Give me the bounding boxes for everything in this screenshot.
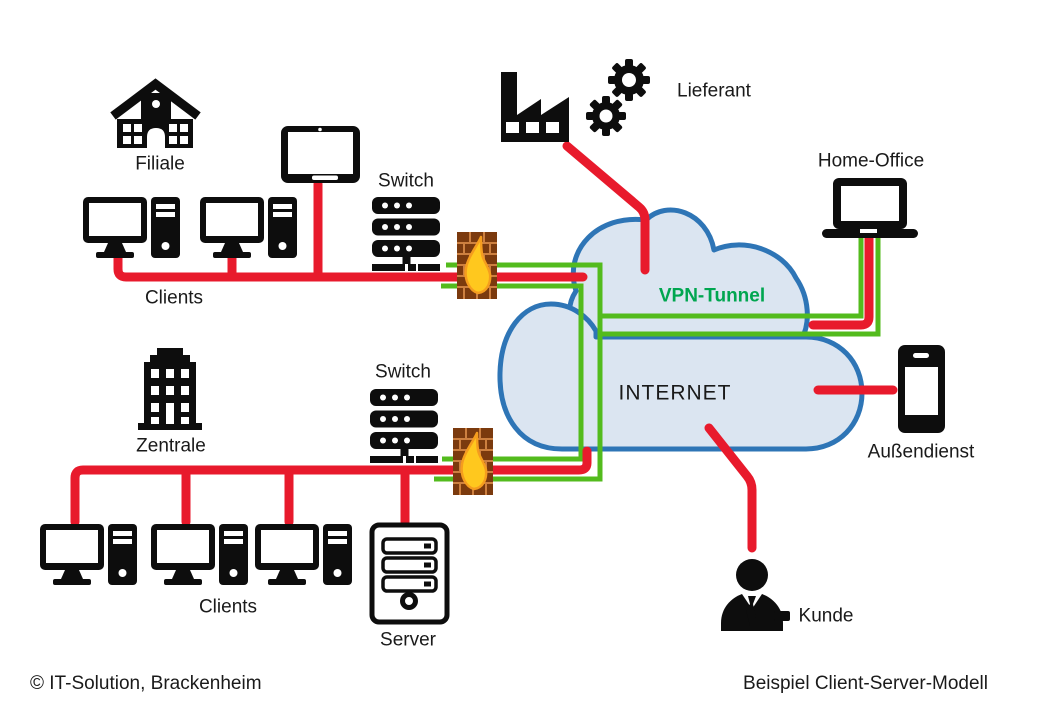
server-icon [369, 522, 450, 625]
vpn-line-inner [441, 283, 584, 462]
lan-bus-top-line [113, 253, 588, 282]
switch-icon [372, 197, 440, 271]
firewall-icon [455, 230, 499, 301]
vpn-tunnel-lines [434, 234, 881, 482]
client-pc-icon [200, 197, 297, 258]
laptop-icon [822, 178, 918, 238]
lan-bus-bottom-line [70, 446, 592, 527]
label-kunde: Kunde [798, 605, 854, 627]
label-aussendienst: Außendienst [867, 441, 975, 463]
vpn-line-homeoffice-upper [600, 234, 864, 319]
label-clients-bottom: Clients [198, 596, 258, 618]
person-icon [721, 559, 790, 631]
label-filiale: Filiale [135, 153, 185, 175]
label-clients-top: Clients [144, 287, 204, 309]
client-pc-icon [151, 524, 248, 585]
copyright-text: © IT-Solution, Brackenheim [30, 673, 262, 694]
lieferant-link-line [562, 141, 650, 275]
school-building-icon [110, 78, 201, 148]
label-zentrale: Zentrale [136, 435, 206, 457]
cloud-lower-lobe [497, 301, 865, 452]
internet-cloud [497, 207, 865, 452]
label-switch-top: Switch [378, 170, 434, 192]
label-lieferant: Lieferant [677, 80, 751, 102]
label-vpn-tunnel: VPN-Tunnel [658, 285, 766, 307]
cloud-upper-lobe [567, 207, 810, 343]
firewall-icon [451, 426, 495, 497]
label-server: Server [380, 629, 436, 651]
label-internet: INTERNET [618, 381, 732, 405]
vpn-line-homeoffice-lower [600, 234, 881, 337]
client-pc-icon [255, 524, 352, 585]
factory-icon [501, 72, 569, 142]
vpn-line-outer [434, 262, 603, 482]
tablet-icon [281, 126, 360, 183]
diagram-title: Beispiel Client-Server-Modell [743, 673, 988, 694]
label-switch-bottom: Switch [375, 361, 431, 383]
kunde-link-line [704, 423, 757, 553]
gears-icon [586, 59, 650, 136]
office-building-icon [138, 348, 202, 430]
homeoffice-link-line [808, 232, 874, 330]
smartphone-icon [898, 345, 945, 433]
client-pc-icon [83, 197, 180, 258]
label-home-office: Home-Office [817, 150, 925, 172]
network-lines [70, 141, 898, 553]
switch-icon [370, 389, 438, 463]
client-pc-icon [40, 524, 137, 585]
